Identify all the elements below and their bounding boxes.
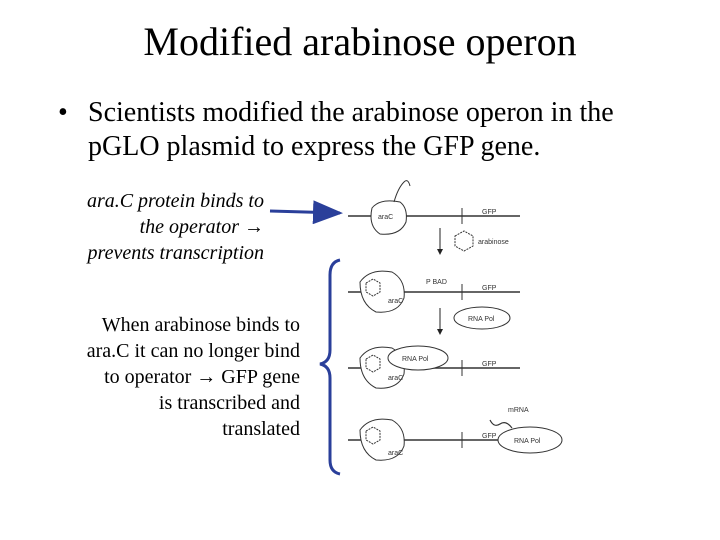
mrna-strand — [489, 419, 513, 429]
diagram-row-transcription: araC GFP RNA Pol mRNA — [348, 407, 563, 461]
arac-label: araC — [378, 214, 393, 221]
gfp-label: GFP — [482, 285, 497, 292]
rna-pol-label: RNA Pol — [402, 356, 429, 363]
gfp-label: GFP — [482, 361, 497, 368]
arabinose-molecule — [365, 426, 381, 445]
rna-pol-label: RNA Pol — [468, 316, 495, 323]
slide-title: Modified arabinose operon — [143, 19, 577, 64]
arabinose-molecule — [365, 354, 381, 373]
arac-label: araC — [388, 375, 403, 382]
rna-pol-label: RNA Pol — [514, 438, 541, 445]
callout-induction-line1: When arabinose binds to — [101, 314, 300, 336]
gfp-label: GFP — [482, 433, 497, 440]
callout-repression-line3: prevents transcription — [87, 242, 264, 264]
diagram-row-repressed: araC GFP arabinose — [348, 180, 520, 255]
callout-induction-line3: to operator → GFP gene — [104, 366, 300, 388]
callout-repression-line2: the operator → — [139, 216, 264, 238]
arac-loop-shape — [393, 180, 411, 203]
rna-pol-shape — [497, 426, 563, 454]
callout-repression-line1: ara.C protein binds to — [86, 190, 264, 212]
callout-induction-line4: is transcribed and — [158, 392, 300, 414]
arac-protein-shape — [370, 200, 407, 235]
arrow-right-icon: → — [196, 366, 217, 388]
arabinose-molecule — [454, 230, 474, 252]
arac-label: araC — [388, 450, 403, 457]
arabinose-molecule — [365, 278, 381, 297]
mrna-label: mRNA — [508, 407, 529, 414]
curly-brace — [319, 258, 341, 476]
arabinose-label: arabinose — [478, 239, 509, 246]
callout-repression: ara.C protein binds to the operator → pr… — [30, 188, 264, 266]
arrow-right-icon: → — [244, 216, 264, 238]
callout-induction-line2: ara.C it can no longer bind — [86, 340, 300, 362]
pointer-arrow — [269, 200, 343, 225]
pbad-label: P BAD — [426, 279, 447, 286]
arac-label: araC — [388, 298, 403, 305]
bullet-point: • Scientists modified the arabinose oper… — [58, 96, 688, 164]
diagram-row-polymerase: araC RNA Pol GFP — [348, 345, 520, 389]
bullet-icon: • — [58, 97, 68, 128]
diagram-row-binding: araC P BAD GFP RNA Pol — [348, 270, 520, 335]
callout-induction: When arabinose binds to ara.C it can no … — [30, 312, 300, 442]
rna-pol-shape — [387, 345, 449, 371]
callout-induction-line5: translated — [222, 418, 300, 440]
bullet-text: Scientists modified the arabinose operon… — [88, 97, 614, 162]
gfp-label: GFP — [482, 209, 497, 216]
rna-pol-shape — [453, 306, 511, 330]
